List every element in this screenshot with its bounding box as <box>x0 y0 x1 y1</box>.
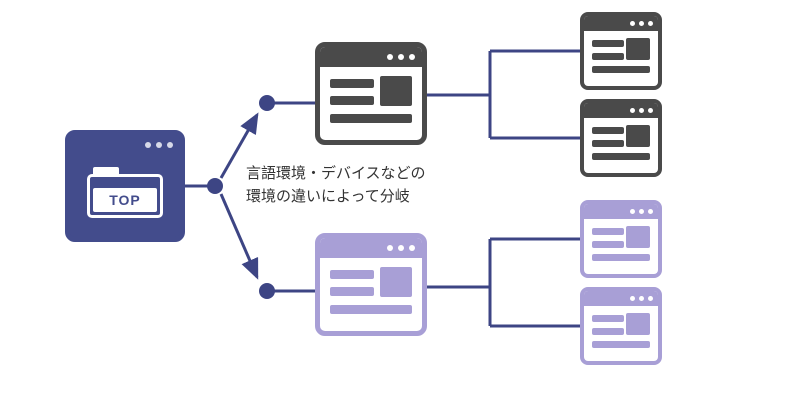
text-line-placeholder <box>330 79 374 88</box>
branch-point-dots <box>207 95 275 299</box>
text-line-placeholder <box>592 341 650 348</box>
branch-dot-icon <box>207 178 223 194</box>
window-dot-icon <box>639 296 644 301</box>
text-line-placeholder <box>592 228 624 235</box>
text-line-placeholder <box>592 53 624 60</box>
window-dot-icon <box>630 296 635 301</box>
text-line-placeholder <box>592 315 624 322</box>
window-content: TOP <box>70 155 180 237</box>
image-placeholder <box>626 313 650 335</box>
browser-node-leaf-dark-2 <box>580 99 662 177</box>
arrow-up-icon <box>219 112 259 179</box>
window-dot-icon <box>630 21 635 26</box>
text-line-placeholder <box>592 241 624 248</box>
window-titlebar <box>584 291 658 306</box>
text-line-placeholder <box>330 114 412 123</box>
window-dot-icon <box>639 209 644 214</box>
dark-leaf-connectors <box>427 49 580 140</box>
window-content <box>584 306 658 355</box>
window-dot-icon <box>639 21 644 26</box>
window-dot-icon <box>648 296 653 301</box>
browser-node-leaf-purple-2 <box>580 287 662 365</box>
window-content <box>584 118 658 167</box>
window-dot-icon <box>648 209 653 214</box>
window-titlebar <box>584 16 658 31</box>
text-line-placeholder <box>592 254 650 261</box>
folder-icon: TOP <box>87 167 163 218</box>
window-dot-icon <box>409 245 415 251</box>
text-line-placeholder <box>330 287 374 296</box>
text-line-placeholder <box>592 153 650 160</box>
browser-node-leaf-dark-1 <box>580 12 662 90</box>
window-titlebar <box>584 103 658 118</box>
image-placeholder <box>380 76 412 106</box>
annotation-line: 環境の違いによって分岐 <box>246 188 410 205</box>
image-placeholder <box>626 226 650 248</box>
window-dot-icon <box>630 209 635 214</box>
window-dot-icon <box>156 142 162 148</box>
browser-node-branch-dark <box>315 42 427 145</box>
window-dot-icon <box>648 21 653 26</box>
image-placeholder <box>380 267 412 297</box>
text-line-placeholder <box>592 66 650 73</box>
arrow-down-icon <box>219 193 259 280</box>
window-content <box>320 67 422 132</box>
window-content <box>584 219 658 268</box>
window-titlebar <box>320 47 422 67</box>
browser-node-top: TOP <box>65 130 185 242</box>
text-line-placeholder <box>592 127 624 134</box>
text-line-placeholder <box>330 96 374 105</box>
text-line-placeholder <box>592 40 624 47</box>
branch-dot-icon <box>259 95 275 111</box>
purple-leaf-connectors <box>427 237 580 328</box>
browser-node-branch-purple <box>315 233 427 336</box>
window-dot-icon <box>639 108 644 113</box>
window-titlebar <box>70 135 180 155</box>
window-dot-icon <box>398 245 404 251</box>
window-content <box>584 31 658 80</box>
branch-dot-icon <box>259 283 275 299</box>
window-dot-icon <box>387 245 393 251</box>
window-dot-icon <box>648 108 653 113</box>
text-line-placeholder <box>592 328 624 335</box>
window-dot-icon <box>409 54 415 60</box>
image-placeholder <box>626 125 650 147</box>
image-placeholder <box>626 38 650 60</box>
window-dot-icon <box>145 142 151 148</box>
window-titlebar <box>320 238 422 258</box>
window-titlebar <box>584 204 658 219</box>
top-page-label: TOP <box>93 188 157 212</box>
window-dot-icon <box>630 108 635 113</box>
browser-node-leaf-purple-1 <box>580 200 662 278</box>
window-dot-icon <box>398 54 404 60</box>
text-line-placeholder <box>330 270 374 279</box>
window-dot-icon <box>387 54 393 60</box>
branch-annotation: 言語環境・デバイスなどの 環境の違いによって分岐 <box>246 162 426 208</box>
window-content <box>320 258 422 323</box>
window-dot-icon <box>167 142 173 148</box>
text-line-placeholder <box>592 140 624 147</box>
annotation-line: 言語環境・デバイスなどの <box>246 165 426 182</box>
text-line-placeholder <box>330 305 412 314</box>
